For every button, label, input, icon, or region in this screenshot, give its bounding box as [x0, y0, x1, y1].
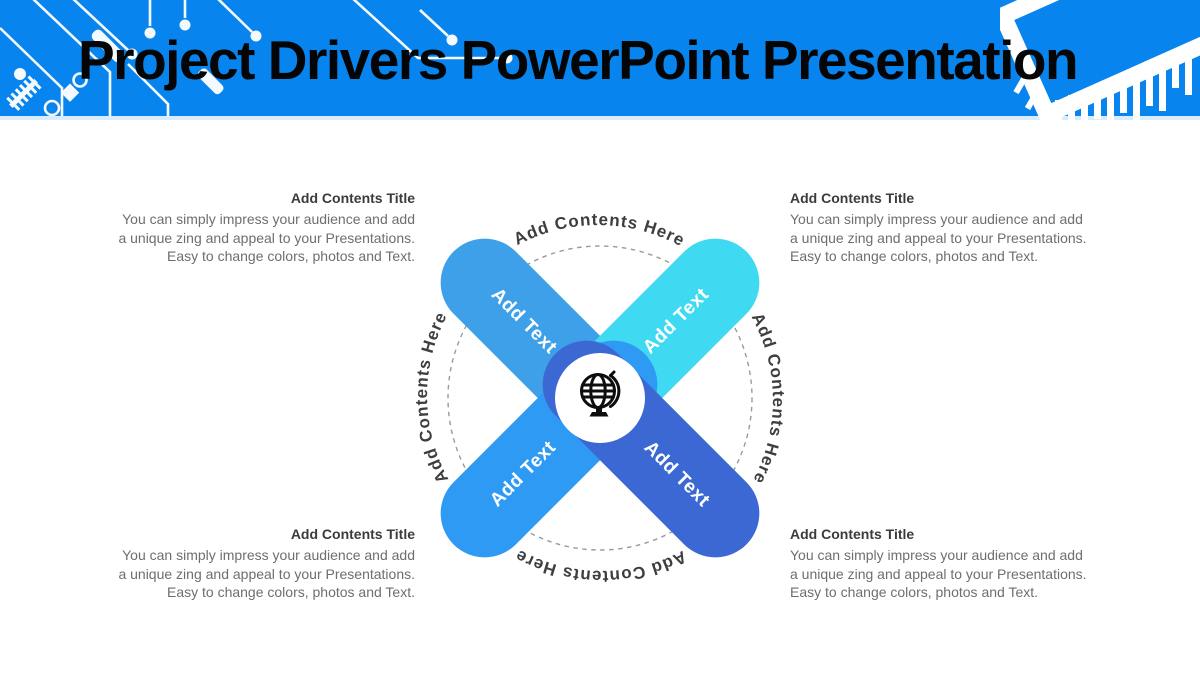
- content-block-line: a unique zing and appeal to your Present…: [790, 565, 1087, 582]
- content-block-title: Add Contents Title: [790, 190, 915, 206]
- content-block-line: a unique zing and appeal to your Present…: [790, 229, 1087, 246]
- arc-label-top: Add Contents Here: [511, 210, 689, 250]
- pill-bottom-right-label: Add Text: [639, 437, 714, 512]
- slide-title: Project Drivers PowerPoint Presentation: [78, 29, 1079, 91]
- pill-bottom-left-label: Add Text: [486, 437, 561, 512]
- content-block-line: a unique zing and appeal to your Present…: [118, 565, 415, 582]
- arc-label-bottom: Add Contents Here: [512, 546, 690, 586]
- content-block-line: Easy to change colors, photos and Text.: [790, 248, 1039, 264]
- content-block-line: a unique zing and appeal to your Present…: [118, 229, 415, 246]
- content-block-line: You can simply impress your audience and…: [790, 547, 1083, 563]
- globe-icon: [580, 370, 621, 417]
- content-block-title: Add Contents Title: [790, 526, 915, 542]
- content-block-line: Easy to change colors, photos and Text.: [166, 248, 415, 264]
- dashed-circle: [447, 245, 753, 551]
- content-block-top-left[interactable]: Add Contents Title You can simply impres…: [85, 190, 415, 266]
- pill-top-left-label: Add Text: [486, 284, 561, 359]
- header-accent-strip: [0, 116, 1200, 120]
- content-block-title: Add Contents Title: [290, 190, 415, 206]
- arc-label-right: Add Contents Here: [748, 310, 788, 488]
- content-block-line: You can simply impress your audience and…: [122, 547, 415, 563]
- content-block-top-right[interactable]: Add Contents Title You can simply impres…: [790, 190, 1130, 266]
- content-block-bottom-right[interactable]: Add Contents Title You can simply impres…: [790, 526, 1130, 602]
- content-block-line: You can simply impress your audience and…: [790, 211, 1083, 227]
- center-hub[interactable]: [555, 353, 645, 443]
- content-block-bottom-left[interactable]: Add Contents Title You can simply impres…: [85, 526, 415, 602]
- content-block-line: Easy to change colors, photos and Text.: [790, 584, 1039, 600]
- content-block-line: You can simply impress your audience and…: [122, 211, 415, 227]
- content-block-line: Easy to change colors, photos and Text.: [166, 584, 415, 600]
- arc-label-left: Add Contents Here: [412, 308, 452, 486]
- pill-top-right-label: Add Text: [639, 284, 714, 359]
- content-block-title: Add Contents Title: [290, 526, 415, 542]
